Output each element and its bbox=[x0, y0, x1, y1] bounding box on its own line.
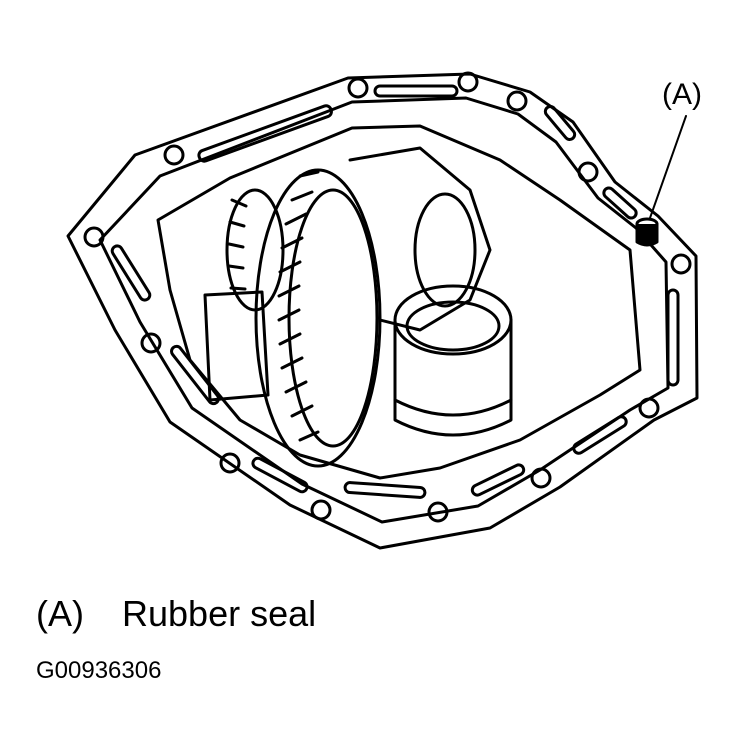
callout-label-a: (A) bbox=[662, 78, 702, 111]
rubber-seal bbox=[635, 217, 659, 247]
case-flange-outer bbox=[66, 72, 699, 550]
legend-key: (A) bbox=[36, 593, 84, 634]
legend: (A) Rubber seal bbox=[36, 596, 316, 632]
bolt-holes bbox=[83, 71, 692, 523]
sleeve bbox=[393, 284, 513, 437]
legend-description: Rubber seal bbox=[122, 593, 317, 634]
side-bearing bbox=[413, 192, 477, 308]
case-flange-inner bbox=[98, 96, 670, 524]
ring-gear bbox=[254, 168, 382, 468]
pinion-gear bbox=[225, 188, 285, 312]
figure-id: G00936306 bbox=[36, 657, 162, 684]
flange-slots bbox=[110, 84, 680, 499]
differential-case-drawing bbox=[66, 71, 699, 550]
case-inner-wall bbox=[156, 124, 642, 480]
callout-leader bbox=[649, 115, 687, 219]
carrier-body bbox=[348, 146, 492, 332]
pinion-shaft bbox=[203, 290, 270, 402]
